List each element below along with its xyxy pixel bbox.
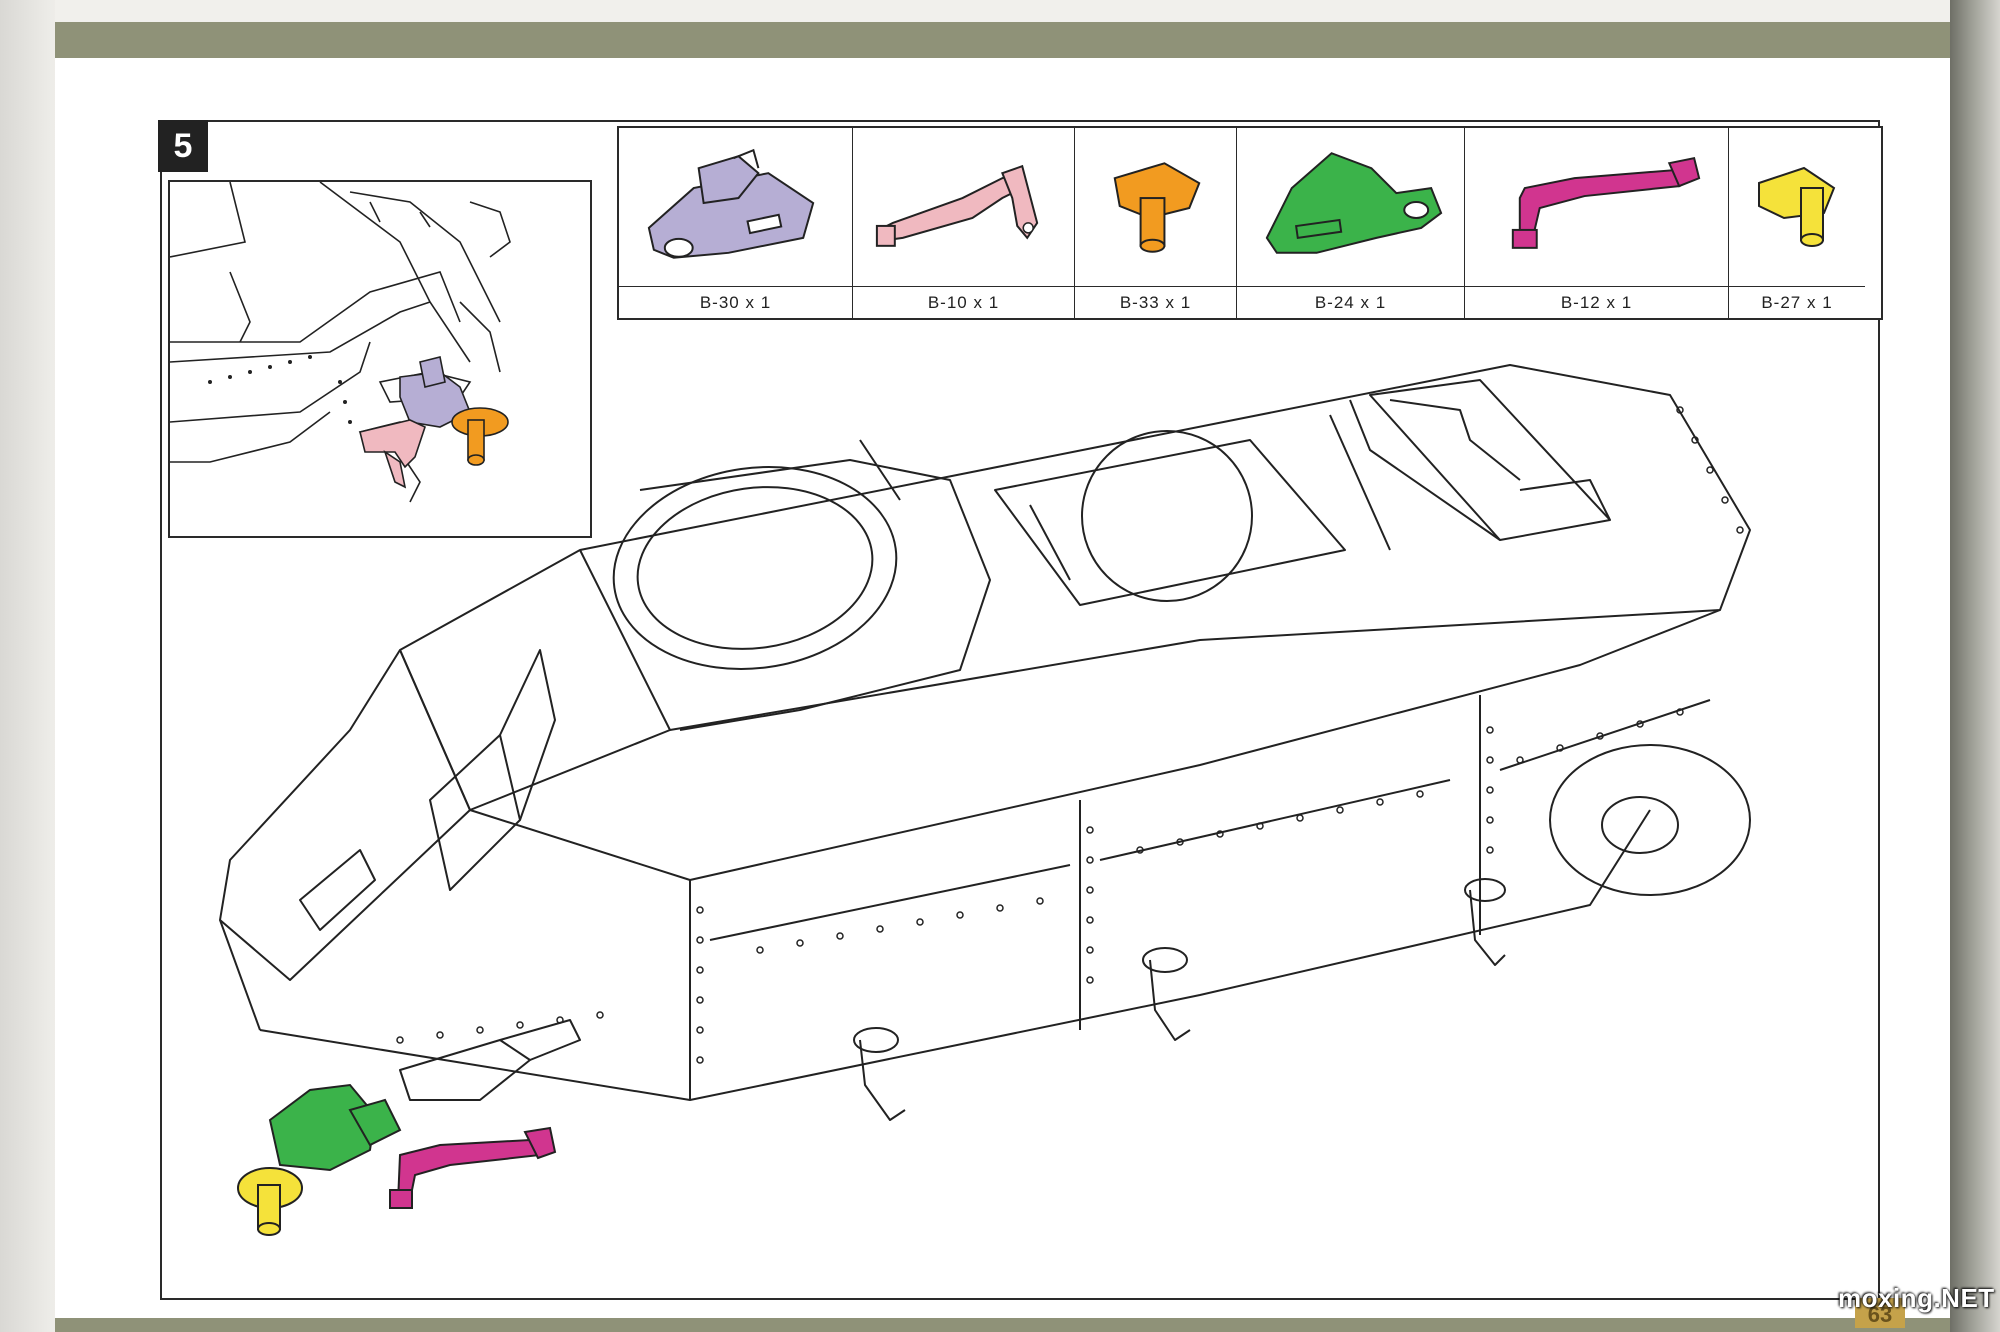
step-number-badge: 5	[158, 120, 208, 172]
parts-list: B-30 x 1 B-10 x 1 B-33 x 1 B-24 x 1	[617, 126, 1883, 320]
part-label-b33: B-33 x 1	[1075, 286, 1236, 318]
page-top-margin	[55, 0, 1955, 22]
arm-housing-part-icon	[1265, 152, 1443, 254]
part-cell-b27: B-27 x 1	[1729, 128, 1865, 318]
hull-assembly-drawing	[219, 364, 1751, 1236]
part-cell-b24: B-24 x 1	[1237, 128, 1465, 318]
page-right-edge	[1950, 0, 2000, 1332]
detail-inset	[168, 180, 592, 538]
header-color-bar	[55, 22, 1950, 58]
part-label-b27: B-27 x 1	[1729, 286, 1865, 318]
page-number: 63	[1855, 1298, 1905, 1328]
part-label-b24: B-24 x 1	[1237, 286, 1464, 318]
spindle-part-icon	[1758, 166, 1836, 247]
footer-color-bar	[55, 1318, 1950, 1332]
part-cell-b12: B-12 x 1	[1465, 128, 1729, 318]
detail-inset-drawing	[170, 182, 511, 503]
crank-link-part-icon	[1511, 157, 1701, 249]
part-label-b30: B-30 x 1	[619, 286, 852, 318]
part-cell-b10: B-10 x 1	[853, 128, 1075, 318]
part-cell-b33: B-33 x 1	[1075, 128, 1237, 318]
step-frame	[160, 120, 1880, 1300]
watermark-text: moxing.NET	[1838, 1283, 1995, 1313]
part-label-b12: B-12 x 1	[1465, 286, 1728, 318]
part-label-b10: B-10 x 1	[853, 286, 1074, 318]
spindle-part-icon	[1113, 162, 1201, 253]
part-cell-b30: B-30 x 1	[619, 128, 853, 318]
crank-link-part-icon	[875, 164, 1039, 247]
cam-arm-part-icon	[647, 148, 815, 259]
